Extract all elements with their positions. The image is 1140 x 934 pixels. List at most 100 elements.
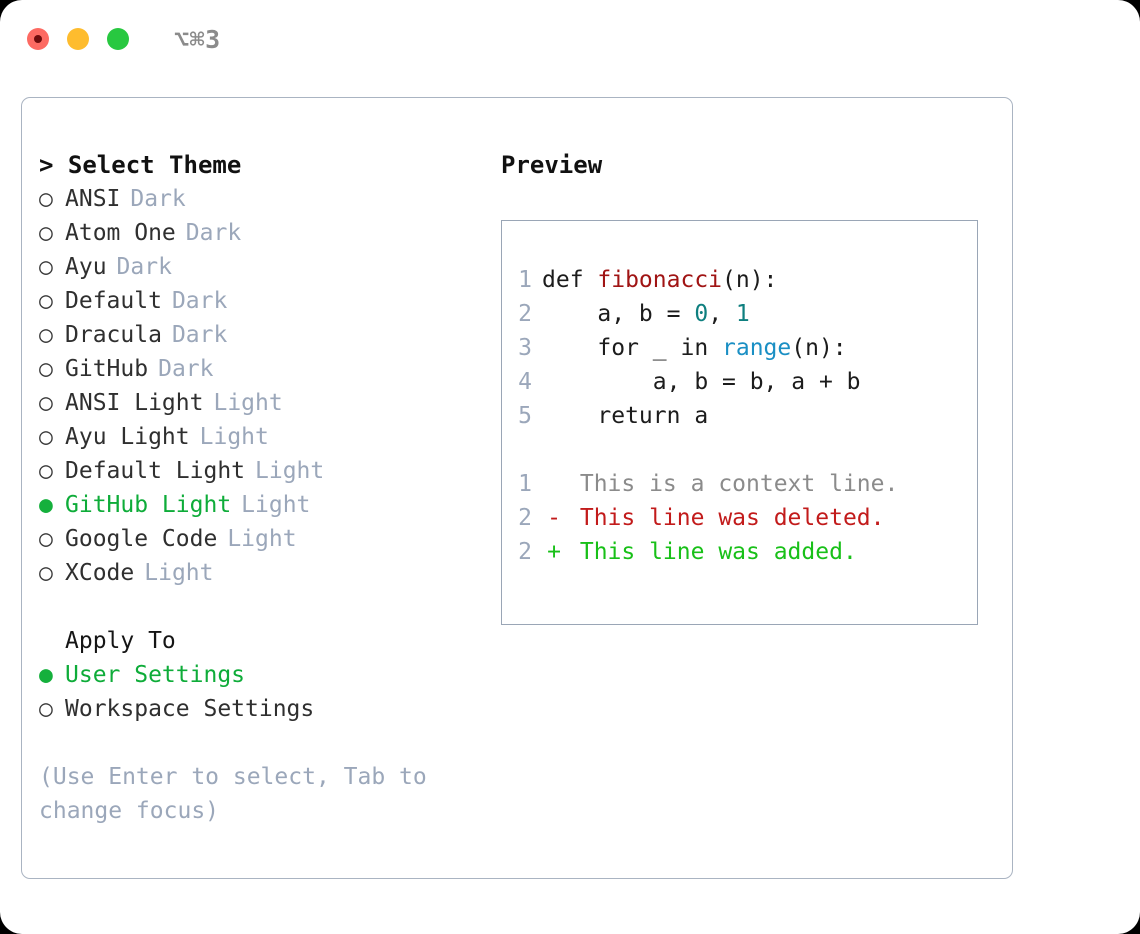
theme-item-label: XCode [65,560,135,586]
code-token-plain: (n): [722,267,778,293]
diff-line-ctx: 1 This is a context line. [502,467,977,501]
radio-unselected-icon: ○ [39,526,53,552]
code-line: 1 def fibonacci(n): [502,263,977,297]
theme-item-dracula[interactable]: ○ Dracula Dark [39,318,489,352]
apply-to-option-label: User Settings [65,662,246,688]
code-token-num: 1 [735,301,750,327]
window-controls [27,28,129,50]
minimize-button[interactable] [67,28,89,50]
theme-item-label: GitHub [65,356,149,382]
theme-item-kind-badge: Light [213,390,283,416]
line-number: 2 [518,505,532,531]
code-token-plain: (n): [791,335,847,361]
theme-item-label: Dracula [65,322,162,348]
theme-item-google-code[interactable]: ○ Google Code Light [39,522,489,556]
line-number: 5 [518,403,532,429]
line-number: 2 [518,539,532,565]
code-token-plain: return a [542,403,709,429]
theme-item-kind-badge: Light [241,492,311,518]
theme-item-label: GitHub Light [65,492,232,518]
apply-to-list: ● User Settings ○ Workspace Settings [39,658,489,726]
theme-item-kind-badge: Light [227,526,297,552]
theme-item-kind-badge: Dark [158,356,214,382]
theme-item-ansi[interactable]: ○ ANSI Dark [39,182,489,216]
diff-line-add: 2 + This line was added. [502,535,977,569]
code-line: 5 return a [502,399,977,433]
diff-line-text: This line was deleted. [566,505,885,531]
radio-selected-icon: ● [39,662,53,688]
theme-item-default-light[interactable]: ○ Default Light Light [39,454,489,488]
theme-item-label: Google Code [65,526,218,552]
radio-unselected-icon: ○ [39,288,53,314]
diff-line-text: This line was added. [566,539,857,565]
theme-item-atom-one[interactable]: ○ Atom One Dark [39,216,489,250]
theme-item-label: ANSI [65,186,121,212]
theme-item-xcode[interactable]: ○ XCode Light [39,556,489,590]
diff-marker-icon: + [547,539,561,565]
theme-item-label: Default [65,288,162,314]
apply-to-option-label: Workspace Settings [65,696,315,722]
code-token-plain: def [542,267,598,293]
radio-unselected-icon: ○ [39,390,53,416]
diff-sample: 1 This is a context line.2- This line wa… [502,467,977,569]
code-line: 4 a, b = b, a + b [502,365,977,399]
radio-unselected-icon: ○ [39,424,53,450]
line-number: 2 [518,301,532,327]
line-number: 1 [518,471,532,497]
theme-item-label: Ayu [65,254,107,280]
code-token-num: 0 [694,301,709,327]
page-title: > Select Theme [39,151,242,179]
code-token-call: range [722,335,792,361]
code-token-plain: a, b = b, a + b [542,369,861,395]
radio-unselected-icon: ○ [39,696,53,722]
theme-item-kind-badge: Dark [185,220,242,246]
theme-item-ansi-light[interactable]: ○ ANSI Light Light [39,386,489,420]
radio-unselected-icon: ○ [39,458,53,484]
preview-title: Preview [501,151,603,179]
apply-to-option-workspace-settings[interactable]: ○ Workspace Settings [39,692,489,726]
theme-item-default[interactable]: ○ Default Dark [39,284,489,318]
radio-selected-icon: ● [39,492,53,518]
theme-item-github-light[interactable]: ● GitHub Light Light [39,488,489,522]
code-line: 3 for _ in range(n): [502,331,977,365]
theme-item-label: Atom One [65,220,176,246]
radio-unselected-icon: ○ [39,560,53,586]
code-token-plain: , [708,301,736,327]
theme-item-label: ANSI Light [65,390,204,416]
code-token-plain: a, b = [542,301,695,327]
close-button[interactable] [27,28,49,50]
theme-item-kind-badge: Dark [171,288,228,314]
keyboard-hint: (Use Enter to select, Tab to change focu… [39,764,441,824]
title-bar: ⌥⌘3 [0,0,1140,78]
maximize-button[interactable] [107,28,129,50]
theme-item-label: Ayu Light [65,424,190,450]
diff-marker-icon: - [547,505,561,531]
diff-line-text: This is a context line. [566,471,899,497]
line-number: 4 [518,369,532,395]
line-number: 3 [518,335,532,361]
diff-line-del: 2- This line was deleted. [502,501,977,535]
radio-unselected-icon: ○ [39,322,53,348]
apply-to-option-user-settings[interactable]: ● User Settings [39,658,489,692]
code-token-fn: fibonacci [597,267,723,293]
line-number: 1 [518,267,532,293]
theme-item-kind-badge: Light [255,458,325,484]
theme-item-kind-badge: Light [144,560,214,586]
theme-item-label: Default Light [65,458,246,484]
theme-item-kind-badge: Dark [130,186,186,212]
apply-to-heading: Apply To [65,628,176,654]
radio-unselected-icon: ○ [39,186,53,212]
radio-unselected-icon: ○ [39,220,53,246]
code-line: 2 a, b = 0, 1 [502,297,977,331]
code-token-plain: for _ in [542,335,723,361]
theme-item-kind-badge: Dark [171,322,228,348]
